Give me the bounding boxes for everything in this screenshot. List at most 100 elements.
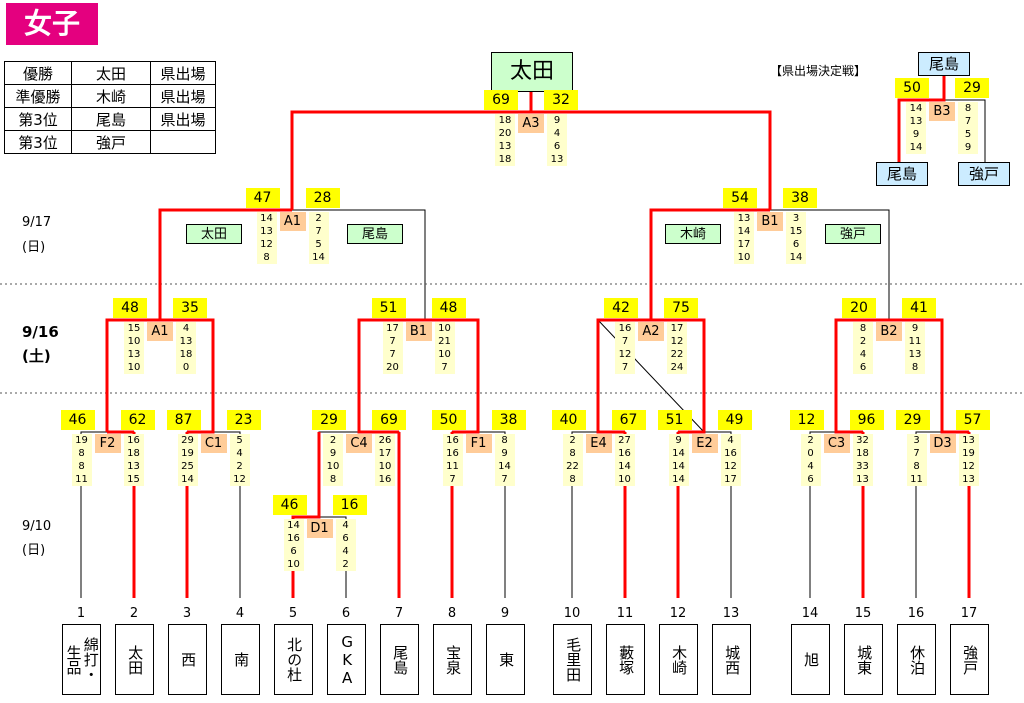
set-score: 6: [342, 533, 349, 544]
set-score: 17: [737, 239, 751, 250]
results-cell: 尾島: [71, 107, 151, 131]
set-score: 17: [670, 323, 684, 334]
set-score: 16: [446, 448, 459, 459]
set-score: 10: [378, 461, 392, 472]
set-score: 14: [789, 252, 803, 263]
match-label: D1: [306, 519, 333, 538]
set-score: 11: [446, 461, 459, 472]
team-number: 16: [907, 606, 925, 621]
set-score: 7: [501, 474, 508, 485]
score-left: 51: [657, 410, 692, 430]
set-score: 15: [789, 226, 803, 237]
set-score: 12: [233, 474, 246, 485]
set-score: 10: [737, 252, 751, 263]
set-score: 25: [181, 461, 194, 472]
team-name-text: 西: [179, 652, 198, 667]
set-score: 2: [859, 336, 867, 347]
set-score: 14: [672, 448, 685, 459]
set-score: 7: [621, 336, 629, 347]
team-number: 12: [669, 606, 687, 621]
team-name-text: GKA: [338, 632, 357, 687]
score-right: 32: [544, 90, 578, 110]
set-score: 6: [792, 239, 800, 250]
results-cell: 準優勝: [4, 84, 72, 108]
score-left: 46: [272, 495, 307, 515]
team-name-box: 休泊: [897, 624, 936, 695]
set-score: 14: [909, 142, 923, 153]
set-score: 17: [378, 448, 392, 459]
set-score: 4: [807, 461, 814, 472]
match-label: F2: [94, 434, 121, 453]
score-left: 40: [551, 410, 586, 430]
set-score: 2: [807, 435, 814, 446]
results-row: 準優勝 木崎 県出場: [4, 84, 216, 108]
winner-path: [160, 318, 215, 434]
set-score: 2: [329, 435, 337, 446]
winner-path: [649, 208, 770, 320]
score-right: 48: [431, 298, 466, 318]
set-score: 8: [913, 461, 920, 472]
set-score: 24: [670, 362, 684, 373]
team-name-box: 城東: [844, 624, 883, 695]
set-score: 12: [618, 349, 632, 360]
match-label: C1: [200, 434, 227, 453]
team-name-text: 毛里田: [564, 637, 583, 682]
set-score: 13: [260, 226, 273, 237]
score-right: 38: [783, 188, 817, 208]
team-number: 9: [500, 606, 510, 621]
set-score: 18: [179, 349, 193, 360]
set-score: 13: [550, 154, 564, 165]
match-label: F1: [465, 434, 492, 453]
team-name-text: 旭: [802, 652, 821, 667]
set-score: 7: [449, 474, 456, 485]
set-score: 13: [179, 336, 193, 347]
set-score: 6: [807, 474, 814, 485]
set-score: 0: [807, 448, 814, 459]
score-left: 48: [113, 298, 147, 318]
day-label: (日): [22, 240, 46, 255]
score-left: 46: [60, 410, 95, 430]
results-row: 第3位 強戸: [4, 130, 216, 154]
team-name-box: 強戸: [950, 624, 989, 695]
score-left: 50: [431, 410, 466, 430]
score-right: 67: [611, 410, 646, 430]
set-score: 9: [675, 435, 682, 446]
score-right: 23: [226, 410, 261, 430]
set-score: 5: [236, 435, 243, 446]
score-right: 16: [332, 495, 367, 515]
set-score: 6: [553, 141, 561, 152]
match-label: A2: [638, 322, 664, 341]
winner-path: [897, 76, 946, 162]
set-score: 11: [75, 474, 88, 485]
set-score: 14: [672, 474, 685, 485]
team-name-box: 城西: [712, 624, 751, 695]
team-name-text: 休泊: [908, 644, 927, 675]
score-left: 54: [723, 188, 757, 208]
set-score: 8: [501, 435, 508, 446]
match-label: D3: [929, 434, 956, 453]
team-number: 15: [854, 606, 872, 621]
match-label: E2: [691, 434, 718, 453]
set-score: 4: [182, 323, 190, 334]
set-score: 13: [127, 461, 140, 472]
set-score: 6: [290, 546, 297, 557]
date-label: 9/16: [22, 323, 59, 341]
match-label: B1: [405, 322, 432, 341]
set-score: 7: [389, 349, 396, 360]
score-right: 41: [902, 298, 936, 318]
team-name-box: 藪塚: [606, 624, 645, 695]
set-score: 12: [670, 336, 684, 347]
set-score: 14: [260, 213, 273, 224]
score-left: 42: [604, 298, 638, 318]
team-number: 8: [447, 606, 457, 621]
